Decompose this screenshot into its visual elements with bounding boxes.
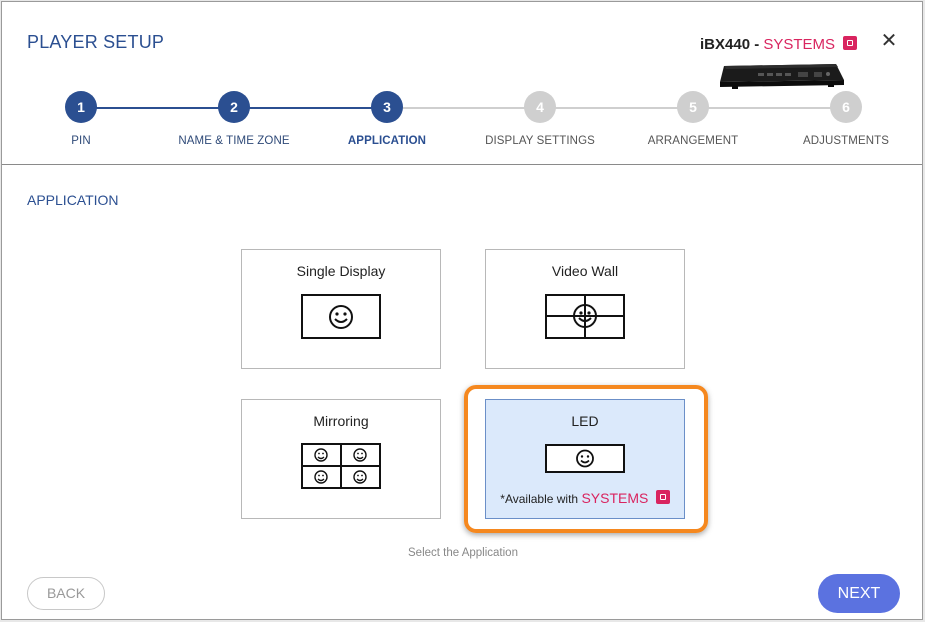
- option-video-wall[interactable]: Video Wall: [485, 249, 685, 369]
- step-1-label: PIN: [71, 135, 91, 147]
- step-4-circle: 4: [524, 91, 556, 123]
- video-wall-icon: [545, 294, 625, 339]
- step-connector: [693, 107, 846, 109]
- setup-stepper: 1 2 3 4 5 6 PIN NAME & TIME ZONE APPLICA…: [2, 2, 922, 165]
- option-mirroring[interactable]: Mirroring: [241, 399, 441, 519]
- close-button[interactable]: ✕: [878, 30, 900, 52]
- step-connector: [81, 107, 234, 109]
- systems-logo-icon: [655, 490, 670, 504]
- device-brand: SYSTEMS: [763, 36, 836, 53]
- step-3-circle[interactable]: 3: [371, 91, 403, 123]
- step-2-label: NAME & TIME ZONE: [178, 135, 290, 147]
- mirroring-icon: [301, 443, 381, 489]
- step-4-label: DISPLAY SETTINGS: [485, 135, 595, 147]
- single-display-icon: [301, 294, 381, 339]
- back-button[interactable]: BACK: [27, 577, 105, 610]
- device-model: iBX440 -: [700, 36, 760, 53]
- step-1-circle[interactable]: 1: [65, 91, 97, 123]
- led-icon: [545, 444, 625, 473]
- option-label: LED: [571, 413, 599, 429]
- availability-brand: SYSTEMS: [581, 490, 649, 506]
- dialog-title: PLAYER SETUP: [27, 32, 165, 52]
- availability-note: *Available with SYSTEMS: [486, 490, 684, 506]
- device-label: iBX440 - SYSTEMS: [700, 36, 858, 53]
- dialog-header: PLAYER SETUP iBX440 - SYSTEMS ✕: [2, 2, 922, 165]
- step-connector: [387, 107, 540, 109]
- step-5-label: ARRANGEMENT: [647, 135, 739, 147]
- option-label: Mirroring: [313, 413, 369, 429]
- step-connector: [540, 107, 693, 109]
- option-label: Single Display: [296, 263, 386, 279]
- selection-hint: Select the Application: [408, 547, 518, 559]
- availability-prefix: *Available with: [500, 492, 579, 506]
- section-title: APPLICATION: [27, 192, 119, 208]
- step-5-circle: 5: [677, 91, 709, 123]
- step-connector: [234, 107, 387, 109]
- option-single-display[interactable]: Single Display: [241, 249, 441, 369]
- systems-logo-icon: [843, 36, 858, 50]
- next-button[interactable]: NEXT: [818, 574, 900, 613]
- selection-highlight: [464, 385, 708, 533]
- player-device-image: [720, 64, 844, 89]
- step-3-label: APPLICATION: [347, 135, 427, 147]
- step-2-circle[interactable]: 2: [218, 91, 250, 123]
- option-label: Video Wall: [551, 263, 619, 279]
- step-6-circle: 6: [830, 91, 862, 123]
- step-6-label: ADJUSTMENTS: [802, 135, 890, 147]
- close-icon: ✕: [880, 30, 898, 52]
- option-led[interactable]: LED *Available with SYSTEMS: [485, 399, 685, 519]
